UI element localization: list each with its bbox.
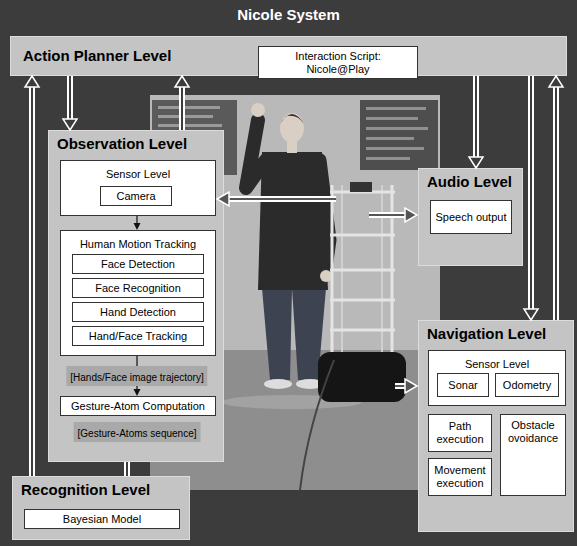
wall-board — [360, 100, 438, 170]
level-heading: Observation Level — [57, 135, 187, 153]
person-figure — [246, 103, 332, 389]
arrow-core — [475, 76, 477, 157]
arrow-outline — [553, 87, 559, 320]
box-label: Speech output — [436, 211, 507, 224]
box-label: Obstacle ovoidance — [505, 419, 561, 445]
data-flow-arrow — [549, 76, 563, 320]
process-box: Face Detection — [72, 254, 204, 274]
arrow-outline — [528, 76, 534, 309]
data-flow-arrow — [25, 76, 39, 476]
process-box: Gesture-Atom Computation — [60, 396, 216, 416]
process-box: Path execution — [428, 414, 492, 452]
box-label: Odometry — [503, 379, 551, 392]
arrow-outline — [124, 462, 130, 476]
arrow-core — [31, 87, 33, 476]
label-patch: [Gesture-Atoms sequence] — [74, 422, 201, 442]
box-label: Hand Detection — [100, 306, 176, 319]
level-panel: Navigation LevelSensor LevelSonar Odometr… — [418, 320, 574, 532]
process-box: Obstacle ovoidance — [500, 414, 566, 496]
process-box: Movement execution — [428, 458, 492, 496]
process-box: Hand Detection — [72, 302, 204, 322]
box-label: Interaction Script: Nicole@Play — [263, 50, 413, 76]
arrow-line — [136, 216, 137, 223]
level-panel: Observation LevelSensor LevelCameraHuman… — [48, 130, 224, 462]
arrow-head — [549, 76, 563, 87]
module-heading: Human Motion Tracking — [80, 238, 196, 251]
process-box: Bayesian Model — [24, 509, 180, 529]
arrow-core — [69, 76, 71, 119]
box-label: Face Recognition — [95, 282, 181, 295]
arrow-outline — [67, 76, 73, 119]
box-label: Movement execution — [433, 464, 487, 490]
arrow-outline — [29, 87, 35, 476]
level-heading: Audio Level — [427, 173, 512, 191]
module-heading: Sensor Level — [106, 168, 170, 181]
module-box: Sensor LevelSonar Odometry — [428, 350, 566, 406]
arrow-head — [134, 389, 141, 396]
box-label: Gesture-Atom Computation — [71, 400, 205, 413]
level-heading: Action Planner Level — [23, 47, 171, 65]
process-box: Speech output — [430, 200, 512, 234]
label-patch: [Hands/Face image trajectory] — [66, 366, 207, 386]
box-label: Sonar — [448, 379, 477, 392]
camera-feed-arrow — [217, 192, 336, 206]
data-flow-arrow — [524, 76, 538, 320]
module-box: Human Motion TrackingFace DetectionFace … — [60, 230, 216, 356]
level-heading: Navigation Level — [427, 325, 546, 343]
sonar-arrow — [395, 379, 417, 393]
arrow-core — [126, 462, 128, 476]
arrow-outline — [179, 87, 185, 130]
flow-label: [Gesture-Atoms sequence] — [78, 428, 197, 440]
process-box: Odometry — [495, 373, 559, 397]
data-flow-arrow — [127, 462, 128, 476]
box-label: Face Detection — [101, 258, 175, 271]
level-panel: Audio LevelSpeech output — [418, 168, 523, 266]
level-panel: Recognition LevelBayesian Model — [12, 476, 190, 540]
data-flow-arrow — [63, 76, 77, 130]
process-box: Face Recognition — [72, 278, 204, 298]
arrow-head — [63, 119, 77, 130]
robot-figure — [300, 182, 406, 490]
arrow-outline — [473, 76, 479, 157]
arrow-head — [25, 76, 39, 87]
arrow-head — [134, 223, 141, 230]
data-flow-arrow — [175, 76, 189, 130]
box-label: Bayesian Model — [63, 513, 141, 526]
process-box: Camera — [100, 186, 172, 206]
arrow-core — [530, 76, 532, 309]
arrow-core — [181, 87, 183, 130]
level-heading: Recognition Level — [21, 481, 150, 499]
flow-label: [Hands/Face image trajectory] — [70, 372, 203, 384]
module-heading: Sensor Level — [465, 358, 529, 371]
box-label: Path execution — [433, 420, 487, 446]
process-box: Sonar — [437, 373, 489, 397]
title-bar: Nicole System — [0, 6, 577, 24]
diagram-title: Nicole System — [237, 6, 340, 24]
arrow-head — [175, 76, 189, 87]
level-band: Action Planner Level Interaction Script: … — [10, 36, 567, 76]
process-box: Hand/Face Tracking — [72, 326, 204, 346]
data-flow-arrow — [469, 76, 483, 168]
arrow-head — [469, 157, 483, 168]
process-arrow — [134, 216, 141, 230]
module-box: Sensor LevelCamera — [60, 160, 216, 216]
box-label: Hand/Face Tracking — [89, 330, 187, 343]
box-label: Camera — [116, 190, 155, 203]
arrow-head — [524, 309, 538, 320]
speech-arrow — [369, 208, 417, 222]
arrow-core — [555, 87, 557, 320]
process-box: Interaction Script: Nicole@Play — [258, 46, 418, 79]
